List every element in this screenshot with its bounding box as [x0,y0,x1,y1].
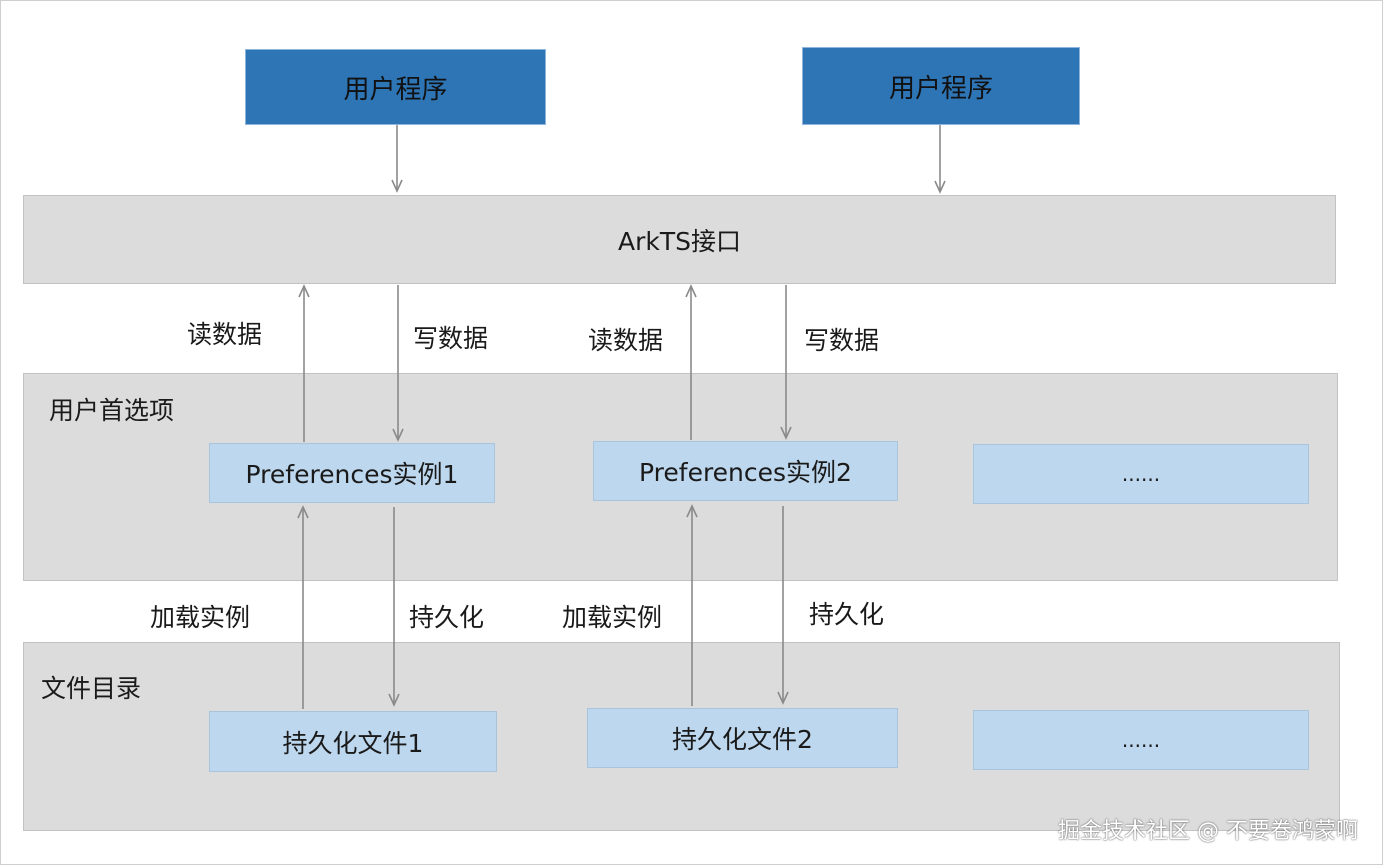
arkts-interface-label: ArkTS接口 [618,226,741,256]
user-program-2-label: 用户程序 [888,73,993,104]
preferences-instance-more: ...... [973,444,1309,504]
write-label-2: 写数据 [804,326,880,355]
read-label-2: 读数据 [588,326,664,355]
load-label-1: 加载实例 [150,603,251,632]
user-program-1: 用户程序 [245,49,546,125]
arkts-interface-band: ArkTS接口 [23,195,1336,284]
persist-label-2: 持久化 [809,600,885,629]
user-program-2: 用户程序 [802,47,1080,125]
file-directory-title: 文件目录 [41,674,142,703]
persistent-file-more-label: ...... [1121,728,1161,752]
preferences-instance-more-label: ...... [1121,462,1161,486]
persistent-file-1: 持久化文件1 [209,711,497,772]
persistent-file-1-label: 持久化文件1 [282,728,424,758]
read-label-1: 读数据 [187,320,263,349]
watermark: 掘金技术社区 @ 不要卷鸿蒙啊 [1058,819,1358,844]
preferences-instance-2-label: Preferences实例2 [639,458,852,487]
load-label-2: 加载实例 [562,603,663,632]
persistent-file-2: 持久化文件2 [587,708,898,768]
preferences-instance-1: Preferences实例1 [209,443,495,503]
preferences-instance-1-label: Preferences实例1 [245,460,459,489]
preferences-layer-title: 用户首选项 [49,396,175,425]
persistent-file-2-label: 持久化文件2 [672,725,813,754]
preferences-instance-2: Preferences实例2 [593,441,898,501]
persistent-file-more: ...... [973,710,1309,770]
user-program-1-label: 用户程序 [343,74,448,105]
persist-label-1: 持久化 [409,603,485,632]
write-label-1: 写数据 [413,324,489,353]
